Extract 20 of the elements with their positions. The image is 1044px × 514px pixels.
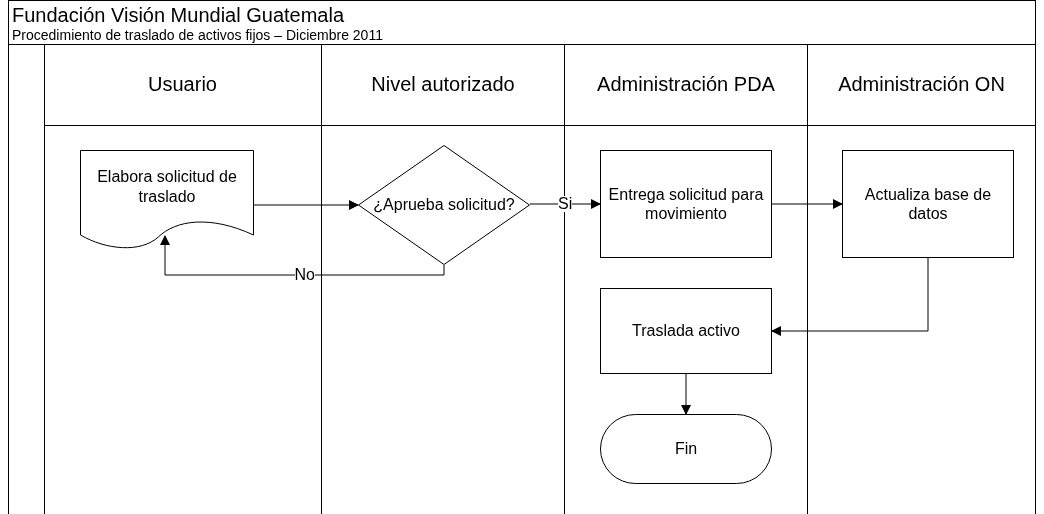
terminator: Fin (600, 414, 772, 484)
arrow (160, 235, 445, 276)
arrow (681, 373, 691, 415)
arrow (771, 199, 843, 209)
process-box: Traslada activo (600, 288, 772, 374)
diagram-subtitle: Procedimiento de traslado de activos fijos – Diciembre 2011 (12, 27, 383, 43)
process-box: Entrega solicitud para movimiento (600, 150, 772, 258)
decision-diamond: ¿Aprueba solicitud? (358, 145, 530, 265)
edge-label: Si (558, 196, 573, 212)
diagram-title: Fundación Visión Mundial Guatemala (12, 4, 345, 27)
edge-label: No (294, 267, 315, 283)
arrow (529, 199, 601, 209)
lane-header: Administración ON (808, 44, 1035, 126)
lane-header: Usuario (44, 44, 321, 126)
lane-header: Administración PDA (565, 44, 807, 126)
process-box: Actualiza base de datos (842, 150, 1014, 258)
arrow (253, 200, 359, 210)
arrow (771, 257, 929, 336)
lane-header: Nivel autorizado (322, 44, 564, 126)
swimlane (44, 44, 322, 514)
